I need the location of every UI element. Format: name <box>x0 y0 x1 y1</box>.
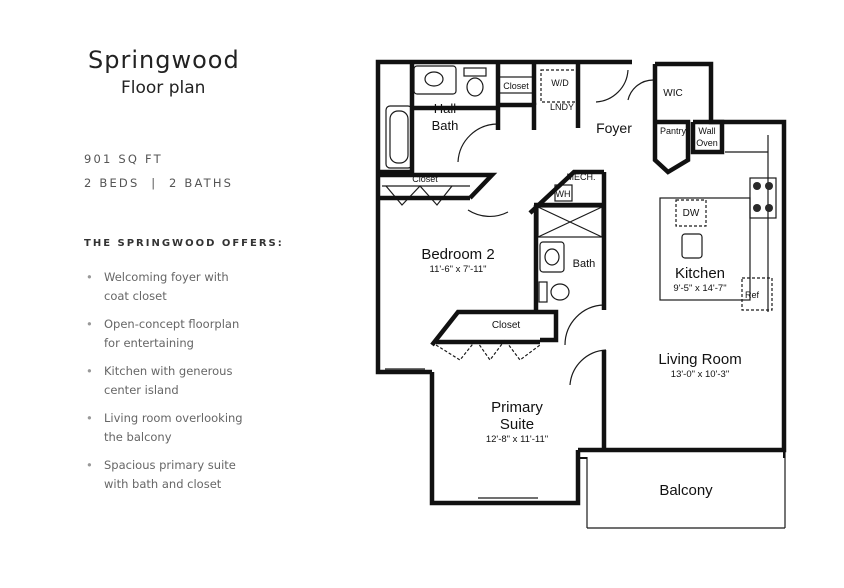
pantry-label: Pantry <box>660 126 687 136</box>
fridge-label: Ref <box>745 290 760 300</box>
wall-closet-top <box>495 62 537 130</box>
wic-label: WIC <box>663 88 682 99</box>
bifold-door-bed2 <box>385 185 453 206</box>
laundry-label: LNDY <box>550 102 574 112</box>
bath-vanity <box>413 65 457 95</box>
balcony-frame <box>577 450 785 459</box>
info-panel: Springwood Floor plan 901 SQ FT 2 BEDS |… <box>0 0 330 588</box>
bath-label: Bath <box>573 258 596 270</box>
wall-primary-closet <box>430 309 559 347</box>
living-room-dims: 13'-0" x 10'-3" <box>671 369 729 380</box>
wall-bed2-closet <box>378 172 498 200</box>
bullet-icon: • <box>86 317 93 331</box>
closet-top-label: Closet <box>503 81 529 91</box>
water-heater-label: WH <box>556 189 571 199</box>
cooktop-burners <box>753 182 773 212</box>
kitchen-label: Kitchen <box>675 265 725 282</box>
wall-oven-label: Wall <box>698 126 715 136</box>
wall-pantry <box>652 64 691 175</box>
toilet-tank-2 <box>538 281 548 303</box>
door-swing-wic <box>627 79 655 101</box>
mech-label: MECH. <box>567 172 596 182</box>
bedroom2-label: Bedroom 2 <box>421 246 494 263</box>
wall-southwest <box>429 372 581 506</box>
water-heater-box <box>554 184 573 202</box>
offers-heading: THE SPRINGWOOD OFFERS: <box>84 238 284 249</box>
sink-icon-2 <box>544 248 560 266</box>
shower-x2 <box>537 206 603 238</box>
bedroom2-dims: 11'-6" x 7'-11" <box>429 264 486 275</box>
cooktop-icon <box>749 177 777 219</box>
wall-west <box>375 59 596 375</box>
door-swing-foyer <box>595 69 629 103</box>
toilet-tank <box>463 67 487 77</box>
closet-primary-label: Closet <box>492 320 521 331</box>
dishwasher <box>675 199 707 227</box>
hall-bath-label: Hall <box>434 101 457 116</box>
balcony-label: Balcony <box>659 482 713 499</box>
door-swing-bedroom2 <box>467 209 509 217</box>
closet-bed2-label: Closet <box>412 174 438 184</box>
walls <box>375 59 787 506</box>
wall-east <box>578 61 787 453</box>
dishwasher-label: DW <box>683 208 700 219</box>
hall-bath-label-2: Bath <box>432 118 459 133</box>
labels: Hall Bath Closet W/D LNDY Foyer WIC Pant… <box>412 78 759 499</box>
wall-oven-label-2: Oven <box>696 138 718 148</box>
bullet-icon: • <box>86 364 93 378</box>
unit-stats: 901 SQ FT 2 BEDS | 2 BATHS <box>84 147 233 195</box>
kitchen-sink <box>681 233 703 259</box>
washer-dryer-label: W/D <box>551 78 569 88</box>
plan-title: Springwood <box>88 46 240 74</box>
door-swing-primary <box>569 349 607 386</box>
bathtub-inner <box>389 110 409 164</box>
plan-subtitle: Floor plan <box>121 78 206 98</box>
bullet-icon: • <box>86 270 93 284</box>
wall-hall-bath <box>412 105 501 130</box>
primary-suite-dims: 12'-8" x 11'-11" <box>486 434 548 445</box>
wall-mech <box>528 169 604 215</box>
kitchen-island <box>659 197 751 301</box>
door-swing-bath <box>564 304 605 346</box>
toilet-icon <box>466 77 484 97</box>
primary-suite-label-2: Suite <box>500 416 534 433</box>
sink-icon <box>424 71 444 87</box>
wall-oven <box>690 119 725 155</box>
primary-suite-label: Primary <box>491 399 543 416</box>
foyer-label: Foyer <box>596 120 632 136</box>
square-footage: 901 SQ FT <box>84 152 163 166</box>
kitchen-dims: 9'-5" x 14'-7" <box>673 283 726 294</box>
beds-baths: 2 BEDS | 2 BATHS <box>84 176 234 190</box>
toilet-icon-2 <box>550 283 570 301</box>
bullet-icon: • <box>86 458 93 472</box>
bath-vanity-2 <box>539 241 565 273</box>
bullet-icon: • <box>86 411 93 425</box>
wall-bath-tub <box>378 62 415 175</box>
living-room-label: Living Room <box>658 351 741 368</box>
fridge-box <box>741 277 773 311</box>
door-swing-hall-bath <box>457 123 499 163</box>
